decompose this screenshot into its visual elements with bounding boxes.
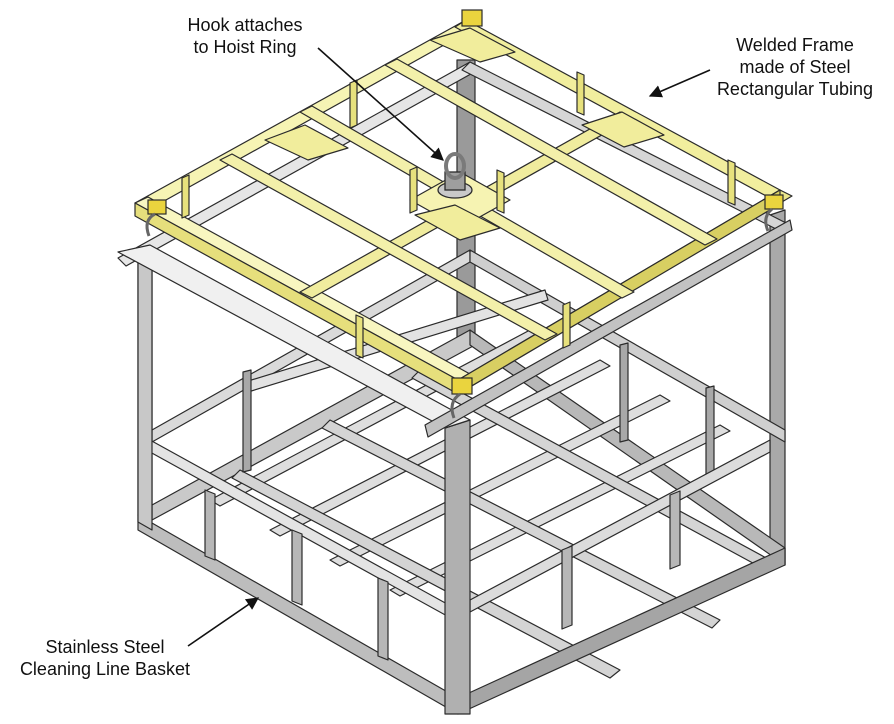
arrow-hook bbox=[317, 47, 444, 161]
frame-cross-member bbox=[219, 153, 558, 341]
frame-gusset bbox=[264, 124, 349, 161]
frame-web-post bbox=[496, 169, 505, 214]
frame-web-post bbox=[562, 301, 571, 349]
basket-back-post-right bbox=[769, 209, 786, 566]
basket-inner-post bbox=[619, 342, 629, 443]
corner-bracket bbox=[461, 9, 483, 27]
callout-frame-line-2: made of Steel bbox=[739, 57, 851, 77]
frame-gusset bbox=[581, 111, 665, 148]
basket-inner-post bbox=[705, 385, 715, 483]
corner-hook-icon bbox=[450, 392, 461, 419]
corner-bracket bbox=[147, 199, 167, 215]
callout-hook-line-1: Hook attaches bbox=[187, 15, 303, 35]
callout-hook-label: Hook attaches to Hoist Ring bbox=[160, 14, 330, 58]
hoist-ring bbox=[437, 152, 473, 199]
hoist-ring-loop-icon bbox=[444, 152, 466, 180]
corner-bracket bbox=[764, 194, 784, 210]
basket-inner-post bbox=[291, 529, 303, 606]
callout-basket-line-1: Stainless Steel bbox=[45, 637, 165, 657]
corner-hook-icon bbox=[764, 207, 774, 232]
frame-web-post bbox=[576, 71, 585, 116]
basket-inner-post bbox=[561, 545, 573, 630]
basket-inner-post bbox=[242, 369, 252, 473]
callout-hook-line-2: to Hoist Ring bbox=[193, 37, 297, 57]
callout-frame-label: Welded Frame made of Steel Rectangular T… bbox=[700, 34, 890, 100]
corner-bracket bbox=[451, 377, 473, 395]
callout-arrows bbox=[187, 47, 711, 647]
basket-top-rim-front-right bbox=[424, 219, 793, 438]
arrow-frame bbox=[648, 69, 711, 98]
basket-front-post-left-side bbox=[137, 251, 153, 531]
callout-frame-line-3: Rectangular Tubing bbox=[716, 79, 874, 99]
basket-inner-post bbox=[204, 489, 216, 561]
basket-front-post bbox=[444, 419, 471, 715]
welded-lifting-frame bbox=[134, 19, 793, 395]
frame-web-post bbox=[409, 166, 418, 214]
frame-corner-hardware bbox=[145, 9, 784, 419]
callout-frame-line-1: Welded Frame bbox=[736, 35, 854, 55]
frame-web-post bbox=[355, 314, 364, 359]
corner-hook-icon bbox=[145, 212, 156, 237]
frame-gusset bbox=[414, 204, 501, 241]
basket-inner-post bbox=[377, 577, 389, 661]
callout-basket-line-2: Cleaning Line Basket bbox=[19, 659, 191, 679]
frame-web-post bbox=[349, 79, 358, 129]
basket-floor-slat-cross bbox=[321, 419, 721, 629]
frame-gusset bbox=[429, 27, 516, 63]
frame-web-post bbox=[727, 159, 736, 206]
frame-cross-member bbox=[384, 58, 718, 246]
basket-top-rim-front bbox=[117, 244, 471, 429]
callout-basket-label: Stainless Steel Cleaning Line Basket bbox=[0, 636, 210, 680]
arrow-basket bbox=[187, 597, 260, 647]
frame-web-post bbox=[181, 174, 190, 219]
basket-floor-slat-cross bbox=[231, 469, 621, 679]
basket-inner-post bbox=[669, 490, 681, 570]
